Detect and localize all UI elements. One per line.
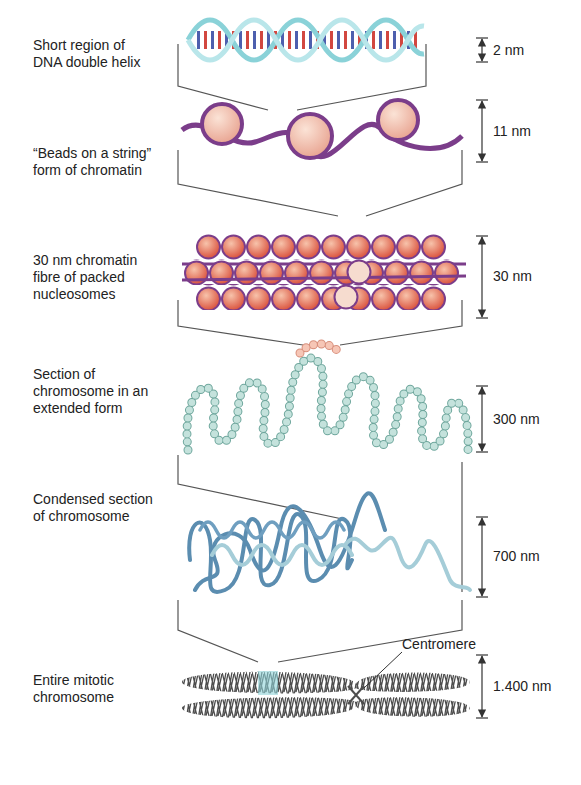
extended-loops xyxy=(187,344,468,450)
condensed-chromatin xyxy=(189,493,470,592)
stage-label: “Beads on a string” form of chromatin xyxy=(33,145,183,179)
dimension-label: 300 nm xyxy=(493,411,540,428)
dimension-label: 30 nm xyxy=(493,268,532,285)
dimension-label: 11 nm xyxy=(493,123,531,140)
stage-label: 30 nm chromatin fibre of packed nucleoso… xyxy=(33,252,158,303)
callout-label: Centromere xyxy=(402,636,476,653)
mitotic-chromosome xyxy=(182,652,470,718)
dimension-label: 700 nm xyxy=(493,548,540,565)
dna-helix xyxy=(188,20,427,60)
dimension-label: 2 nm xyxy=(493,42,524,59)
stage-label: Entire mitotic chromosome xyxy=(33,672,143,706)
stage-label: Section of chromosome in an extended for… xyxy=(33,366,158,417)
stage-label: Short region of DNA double helix xyxy=(33,37,153,71)
dimension-markers xyxy=(476,38,488,718)
beads-on-string xyxy=(182,100,462,158)
chromatin-fibre xyxy=(182,234,466,310)
dimension-label: 1.400 nm xyxy=(493,678,551,695)
zoom-lines xyxy=(178,44,462,662)
stage-label: Condensed section of chromosome xyxy=(33,491,163,525)
